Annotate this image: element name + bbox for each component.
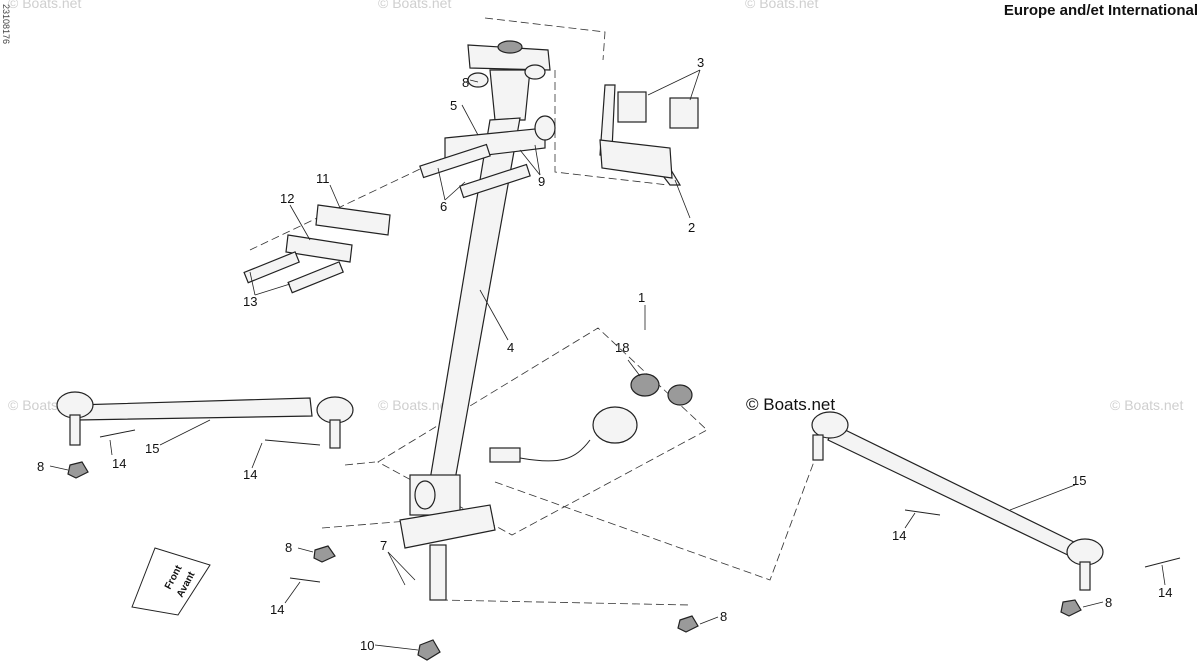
callout-3: 3 xyxy=(697,55,704,70)
callout-4: 4 xyxy=(507,340,514,355)
callout-11: 11 xyxy=(316,171,330,186)
left-tie-rod-end-inner xyxy=(316,396,354,424)
front-arrow-outline xyxy=(131,547,211,616)
column-spindle xyxy=(429,544,447,601)
nut-8-right xyxy=(1060,599,1082,617)
nut-8-column xyxy=(313,545,336,563)
bolt-13-lower xyxy=(287,261,344,294)
callout-10: 10 xyxy=(360,638,374,653)
left-tie-rod-end-outer xyxy=(56,391,94,419)
right-tie-rod-end-inner xyxy=(811,411,849,439)
key-18-upper xyxy=(630,373,660,397)
callout-18: 18 xyxy=(615,340,629,355)
column-bushing xyxy=(414,480,436,510)
right-inner-stud xyxy=(812,434,824,461)
ignition-connector xyxy=(489,447,521,463)
right-tie-rod-end-outer xyxy=(1066,538,1104,566)
connector-3-left xyxy=(617,91,647,123)
callout-8-right: 8 xyxy=(1105,595,1112,610)
left-inner-stud xyxy=(329,419,341,449)
callout-8-top: 8 xyxy=(462,75,469,90)
callout-14-bottom: 14 xyxy=(270,602,284,617)
ignition-wire xyxy=(519,439,591,462)
callout-7: 7 xyxy=(380,538,387,553)
pin-14-bottom xyxy=(289,577,321,583)
left-tie-rod-stud xyxy=(69,414,81,446)
callout-14-left: 14 xyxy=(112,456,126,471)
leader-lines xyxy=(49,69,1166,651)
callout-13: 13 xyxy=(243,294,257,309)
callout-9: 9 xyxy=(538,174,545,189)
right-outer-stud xyxy=(1079,561,1091,591)
callout-2: 2 xyxy=(688,220,695,235)
pin-14-far-right xyxy=(1144,557,1181,568)
callout-12: 12 xyxy=(280,191,294,206)
column-upper xyxy=(489,69,531,121)
steering-column xyxy=(399,40,556,601)
callout-8-column: 8 xyxy=(285,540,292,555)
nut-8-left xyxy=(67,461,89,479)
nut-8-bottom xyxy=(677,615,699,633)
clamp-bolts xyxy=(419,143,531,199)
watermark-top-center: © Boats.net xyxy=(378,0,451,11)
nut-10 xyxy=(417,639,441,661)
clamp-bolt-lower xyxy=(459,163,531,199)
front-marker: Front Avant xyxy=(131,547,211,616)
callout-8-left: 8 xyxy=(37,459,44,474)
watermark-top-right: © Boats.net xyxy=(745,0,818,11)
connector-3-right xyxy=(669,97,699,129)
callout-5: 5 xyxy=(450,98,457,113)
pitman-arm xyxy=(399,504,496,549)
plate-hole xyxy=(497,40,523,54)
boundary-nut-right xyxy=(439,599,691,606)
callout-14-right: 14 xyxy=(892,528,906,543)
bracket-11 xyxy=(315,204,391,236)
bracket-2-strap xyxy=(599,139,673,179)
watermark-top-left: © Boats.net xyxy=(8,0,81,11)
callout-1: 1 xyxy=(638,290,645,305)
clamp-bushing xyxy=(534,115,556,141)
callout-6: 6 xyxy=(440,199,447,214)
watermarks: © Boats.net © Boats.net © Boats.net © Bo… xyxy=(8,0,1183,413)
left-tie-rod xyxy=(56,391,354,479)
nut-top-left xyxy=(467,72,489,88)
callout-15-right: 15 xyxy=(1072,473,1086,488)
pin-14-right xyxy=(904,509,941,516)
boundary-left-tie xyxy=(344,461,376,466)
pin-14-left xyxy=(99,429,136,438)
switch-bracket-assembly xyxy=(599,84,699,186)
brackets xyxy=(243,204,391,294)
key-18-lower xyxy=(667,384,693,406)
assembly-boundaries xyxy=(249,17,823,606)
tie-rod-15-right xyxy=(827,424,1081,559)
boundary-nut-left xyxy=(321,519,421,529)
loose-nuts xyxy=(289,545,699,661)
ignition-switch xyxy=(592,406,638,444)
tie-rod-15-left xyxy=(74,397,313,421)
bolt-13-upper xyxy=(243,251,300,284)
boundary-right-linkage xyxy=(494,439,823,581)
watermark-mid-right: © Boats.net xyxy=(1110,397,1183,413)
callout-8-bottom: 8 xyxy=(720,609,727,624)
callout-15-left: 15 xyxy=(145,441,159,456)
callout-14-far-right: 14 xyxy=(1158,585,1172,600)
watermark-mid-center: © Boats.net xyxy=(378,397,451,413)
drawing-code: 23108176 xyxy=(1,4,11,44)
pin-14-center xyxy=(264,439,321,446)
callouts: 1 2 3 4 5 6 7 8 8 8 8 8 9 10 11 12 13 14… xyxy=(37,55,1172,653)
boundary-bracket xyxy=(554,70,669,186)
region-title: Europe and/et International xyxy=(1003,2,1198,19)
nut-top-right xyxy=(524,64,546,80)
copyright-label: © Boats.net xyxy=(746,395,835,414)
ignition-assembly xyxy=(489,373,693,463)
bracket-12 xyxy=(285,234,353,263)
boundary-top xyxy=(484,17,606,61)
clamp-bolt-upper xyxy=(419,143,491,179)
right-tie-rod xyxy=(811,411,1181,617)
callout-14-center: 14 xyxy=(243,467,257,482)
